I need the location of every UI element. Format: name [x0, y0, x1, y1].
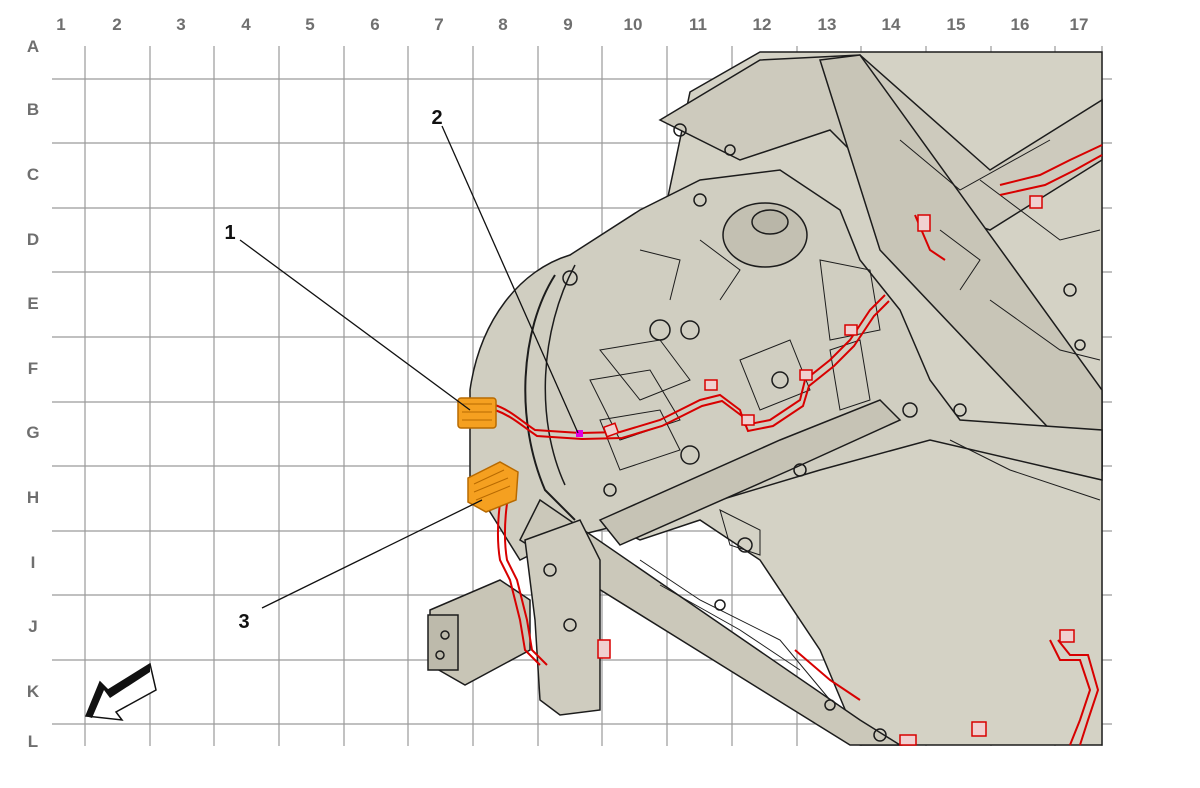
connector-3 [467, 461, 519, 513]
grid-column-label: 2 [112, 15, 121, 34]
grid-row-label: J [28, 617, 37, 636]
vehicle-body-structure [427, 51, 1103, 746]
connector-1 [457, 397, 497, 429]
grid-column-label: 16 [1011, 15, 1030, 34]
grid-column-label: 1 [56, 15, 65, 34]
body-detail-lines [589, 139, 1101, 701]
grid-column-label: 15 [947, 15, 966, 34]
strut-tower-cap [751, 209, 789, 235]
grid-row-label: H [27, 488, 39, 507]
grid-column-label: 9 [563, 15, 572, 34]
front-direction-arrow-icon [84, 662, 157, 721]
wheelhouse-curve [524, 274, 576, 521]
grid-column-label: 12 [753, 15, 772, 34]
wheelhouse-curve-inner [544, 264, 576, 486]
location-marker-2 [576, 430, 583, 437]
grid-column-label: 10 [624, 15, 643, 34]
harness-upper-right [999, 144, 1103, 186]
bumper-bracket-end [427, 614, 459, 671]
grid-row-label: D [27, 230, 39, 249]
crash-post [524, 519, 601, 716]
grid-column-label: 6 [370, 15, 379, 34]
callout-label-2: 2 [431, 107, 442, 129]
harness-main-branch-outer [494, 300, 890, 441]
leader-line-3 [261, 499, 483, 609]
grid-column-label: 17 [1070, 15, 1089, 34]
callout-leaders [239, 125, 579, 609]
frame-rail-upper [598, 399, 902, 546]
grid-row-labels: A B C D E F G H I J K L [26, 37, 39, 751]
grid-row-label: C [27, 165, 39, 184]
grid-column-label: 7 [434, 15, 443, 34]
grid-column-label: 3 [176, 15, 185, 34]
harness-rear-cluster-2 [1057, 639, 1100, 746]
grid-row-label: I [31, 553, 36, 572]
callout-label-3: 3 [238, 611, 249, 633]
callout-label-1: 1 [224, 222, 235, 244]
frame-rail [519, 498, 903, 746]
grid-row-label: F [28, 359, 38, 378]
harness-rear-cluster [1049, 639, 1092, 746]
grid-row-label: G [26, 423, 39, 442]
harness-upper-right-2 [999, 154, 1103, 196]
grid-row-label: E [27, 294, 38, 313]
grid-column-label: 5 [305, 15, 314, 34]
harness-floor [794, 649, 861, 701]
mounting-holes [435, 123, 1086, 742]
harness-clips [597, 195, 1075, 746]
grid-row-label: K [27, 682, 40, 701]
grid-row-label: A [27, 37, 39, 56]
grid-column-label: 13 [818, 15, 837, 34]
grid-column-label: 14 [882, 15, 901, 34]
grid-column-label: 8 [498, 15, 507, 34]
grid-column-label: 4 [241, 15, 251, 34]
leader-line-1 [239, 239, 471, 411]
grid-column-label: 11 [689, 15, 707, 34]
grid-row-label: L [28, 732, 38, 751]
grid-row-label: B [27, 100, 39, 119]
leader-line-2 [441, 125, 579, 434]
